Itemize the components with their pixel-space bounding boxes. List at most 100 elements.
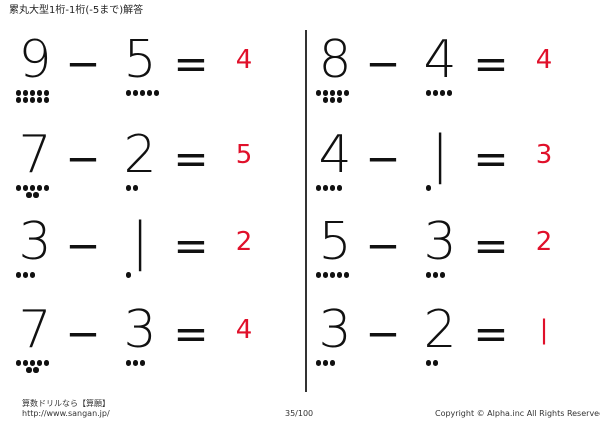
subtrahend-dots xyxy=(125,185,139,191)
count-dot xyxy=(125,272,132,278)
minuend-dots xyxy=(315,272,350,278)
problem-row: 3−2=| xyxy=(305,300,600,392)
count-dot xyxy=(125,90,132,96)
subtrahend: 4 xyxy=(423,30,457,90)
count-dot xyxy=(22,360,29,366)
problem-row: 3−|=2 xyxy=(5,212,300,304)
count-dot xyxy=(432,360,439,366)
count-dot xyxy=(322,360,329,366)
count-dot xyxy=(26,192,32,198)
subtrahend: 2 xyxy=(123,125,157,185)
count-dot xyxy=(315,272,322,278)
count-dot xyxy=(336,90,343,96)
answer: 2 xyxy=(535,227,553,257)
subtrahend: 3 xyxy=(423,212,457,272)
footer-brand: 算数ドリルなら【算願】 xyxy=(22,399,110,408)
minuend-dots xyxy=(315,90,350,103)
minuend-dots xyxy=(15,272,36,278)
count-dot xyxy=(43,185,50,191)
column-divider xyxy=(305,30,307,392)
equals-sign: = xyxy=(173,134,209,183)
count-dot xyxy=(322,97,329,103)
count-dot xyxy=(125,360,132,366)
minuend-dots xyxy=(315,185,343,191)
subtrahend: 2 xyxy=(423,300,457,360)
answer: 3 xyxy=(535,140,553,170)
subtrahend-dots xyxy=(425,90,453,96)
minus-sign: − xyxy=(65,221,101,270)
minuend: 4 xyxy=(318,125,352,185)
problem-row: 7−2=5 xyxy=(5,125,300,217)
minus-sign: − xyxy=(65,134,101,183)
count-dot xyxy=(15,97,22,103)
count-dot xyxy=(146,90,153,96)
subtrahend-dots xyxy=(125,272,132,278)
equals-sign: = xyxy=(173,39,209,88)
minuend-dots xyxy=(15,185,50,198)
count-dot xyxy=(15,90,22,96)
count-dot xyxy=(36,185,43,191)
count-dot xyxy=(329,272,336,278)
subtrahend-dots xyxy=(125,90,160,96)
answer: 4 xyxy=(535,45,553,75)
subtrahend-dots xyxy=(125,360,146,366)
subtrahend: | xyxy=(431,125,449,185)
count-dot xyxy=(425,90,432,96)
footer-page-number: 35/100 xyxy=(285,409,314,418)
minuend: 8 xyxy=(318,30,352,90)
count-dot xyxy=(439,272,446,278)
minus-sign: − xyxy=(365,134,401,183)
minuend-dots xyxy=(15,360,50,373)
count-dot xyxy=(29,185,36,191)
count-dot xyxy=(22,90,29,96)
answer: 5 xyxy=(235,140,253,170)
count-dot xyxy=(22,272,29,278)
problem-row: 8−4=4 xyxy=(305,30,600,122)
count-dot xyxy=(15,272,22,278)
count-dot xyxy=(336,97,343,103)
count-dot xyxy=(139,360,146,366)
minuend: 3 xyxy=(318,300,352,360)
count-dot xyxy=(43,360,50,366)
count-dot xyxy=(425,272,432,278)
count-dot xyxy=(29,272,36,278)
count-dot xyxy=(329,185,336,191)
subtrahend-dots xyxy=(425,185,432,191)
subtrahend: | xyxy=(131,212,149,272)
footer-copyright: Copyright © Alpha.inc All Rights Reserve… xyxy=(435,409,600,418)
count-dot xyxy=(22,97,29,103)
problem-row: 4−| = 3 xyxy=(305,125,600,217)
subtrahend-dots xyxy=(425,272,446,278)
minus-sign: − xyxy=(365,221,401,270)
count-dot xyxy=(343,90,350,96)
answer: 4 xyxy=(235,45,253,75)
equals-sign: = xyxy=(173,309,209,358)
answer: 4 xyxy=(235,315,253,345)
minuend: 5 xyxy=(318,212,352,272)
equals-sign: = xyxy=(173,221,209,270)
count-dot xyxy=(33,192,39,198)
minuend: 7 xyxy=(18,300,52,360)
count-dot xyxy=(322,90,329,96)
count-dot xyxy=(29,97,36,103)
equals-sign: = xyxy=(473,309,509,358)
count-dot xyxy=(15,360,22,366)
count-dot xyxy=(43,97,50,103)
count-dot xyxy=(36,97,43,103)
count-dot xyxy=(315,185,322,191)
footer-url[interactable]: http://www.sangan.jp/ xyxy=(22,409,110,418)
equals-sign: = xyxy=(473,134,509,183)
count-dot xyxy=(315,360,322,366)
problem-row: 7−3=4 xyxy=(5,300,300,392)
equals-sign: = xyxy=(473,221,509,270)
minuend-dots xyxy=(315,360,336,366)
count-dot xyxy=(29,90,36,96)
count-dot xyxy=(432,272,439,278)
count-dot xyxy=(139,90,146,96)
problem-row: 5−3 = 2 xyxy=(305,212,600,304)
problem-row: 9−5=4 xyxy=(5,30,300,122)
worksheet-title: 累丸大型1桁-1桁(-5まで)解答 xyxy=(9,5,144,16)
count-dot xyxy=(329,97,336,103)
count-dot xyxy=(43,90,50,96)
count-dot xyxy=(132,185,139,191)
